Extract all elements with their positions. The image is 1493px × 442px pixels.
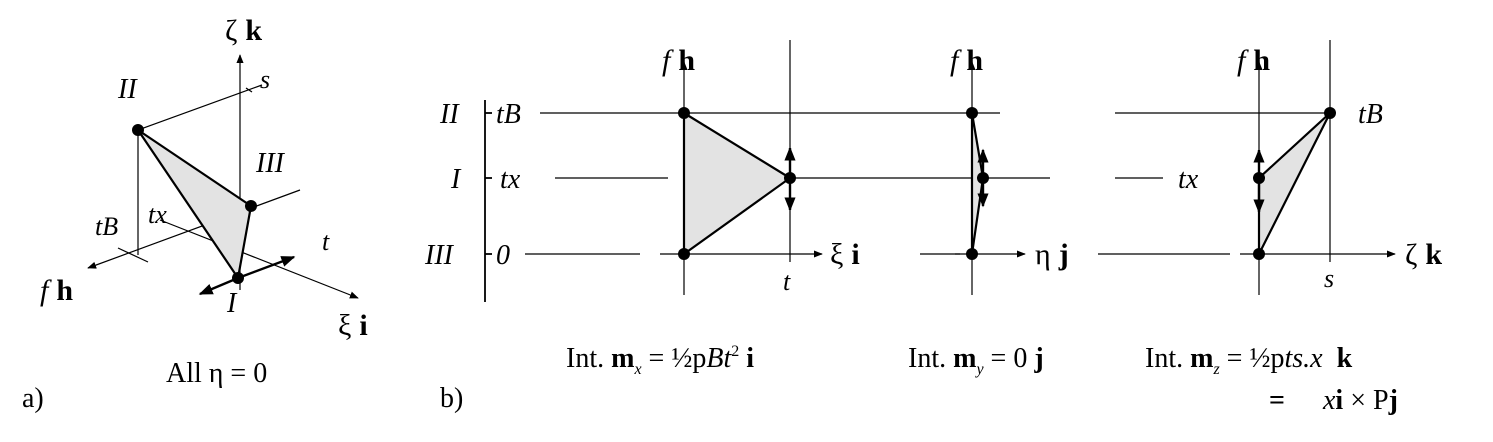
plot3-point-I <box>1253 172 1265 184</box>
point-III <box>245 200 257 212</box>
plot2-load-triangle <box>970 112 985 255</box>
point-II <box>132 124 144 136</box>
plot1-load-triangle <box>682 111 792 257</box>
f-axis <box>87 189 301 269</box>
label-III: III <box>255 148 286 179</box>
label-II: II <box>117 74 138 105</box>
plot1-tick-t: t <box>783 267 791 296</box>
plot3-load-triangle <box>1257 112 1331 255</box>
row-value-0: 0 <box>496 240 510 271</box>
xi-axis <box>159 219 359 299</box>
plot1-point-I <box>784 172 796 184</box>
plot3-caption-line2: =xi × Pj <box>1269 385 1398 416</box>
label-I: I <box>226 288 238 319</box>
plot3-point-II <box>1324 107 1336 119</box>
row-value-tB: tB <box>496 99 521 130</box>
plot3-label-tx: tx <box>1178 164 1199 195</box>
label-tB: tB <box>95 212 118 241</box>
load-triangle-3d <box>137 129 253 281</box>
label-s: s <box>260 65 270 94</box>
plot3-point-III <box>1253 248 1265 260</box>
plot3-caption: Int. mz = ½pts.x k <box>1145 343 1353 378</box>
row-label-III: III <box>424 240 455 271</box>
plot3-label-tB: tB <box>1358 99 1383 130</box>
plot1-caption: Int. mx = ½pBt2 i <box>566 343 754 378</box>
plot1-point-II <box>678 107 690 119</box>
projection-line-top <box>137 84 263 131</box>
plot3-tick-s: s <box>1324 264 1334 293</box>
row-label-II: II <box>439 99 460 130</box>
caption-all-eta: All η = 0 <box>166 358 267 389</box>
row-label-I: I <box>450 164 462 195</box>
point-I <box>232 272 244 284</box>
moment-arrow-back <box>198 276 239 296</box>
plot2-point-III <box>966 248 978 260</box>
row-value-tx: tx <box>500 164 521 195</box>
plot1-point-III <box>678 248 690 260</box>
tick-s <box>245 87 253 93</box>
plot2-point-II <box>966 107 978 119</box>
panel-letter-b: b) <box>440 383 463 414</box>
tick-tB <box>117 247 149 263</box>
label-t: t <box>322 227 330 256</box>
plot2-point-I <box>977 172 989 184</box>
moment-arrow-forward <box>237 255 296 280</box>
label-tx: tx <box>148 200 167 229</box>
plot2-caption: Int. my = 0 j <box>908 343 1044 378</box>
panel-letter-a: a) <box>22 383 44 414</box>
